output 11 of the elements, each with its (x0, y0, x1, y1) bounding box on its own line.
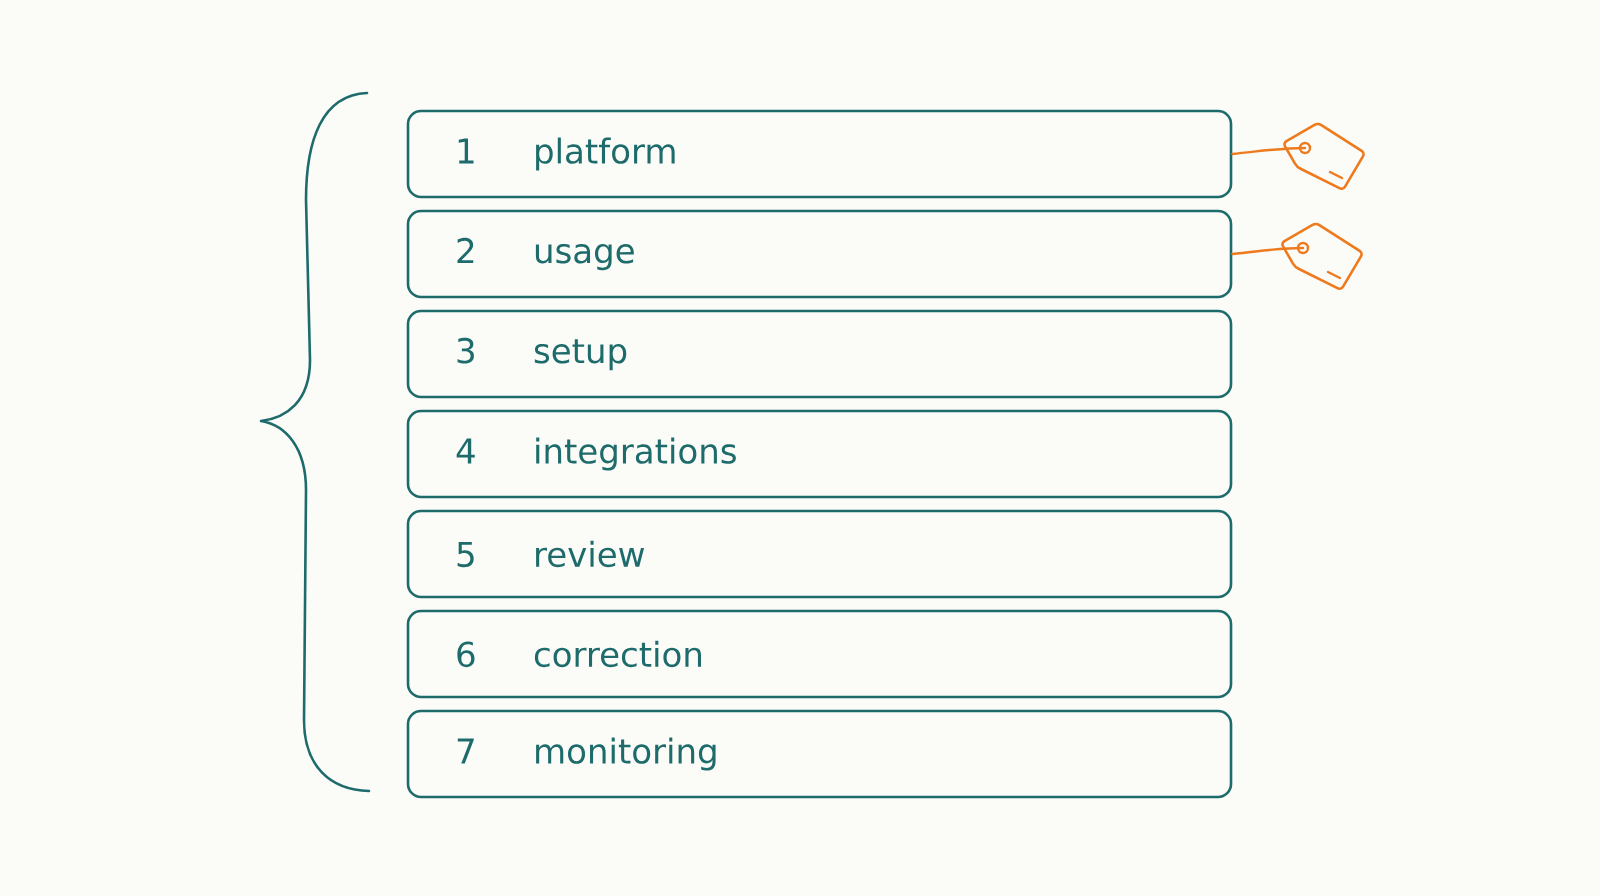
list-box: 1 platform (406, 109, 1233, 199)
tag-icon (1283, 122, 1365, 190)
list-box: 3 setup (406, 309, 1233, 399)
tag-string (1231, 246, 1305, 256)
list-box: 7 monitoring (406, 709, 1233, 799)
list-box: 2 usage (406, 209, 1233, 299)
list-box: 5 review (406, 509, 1233, 599)
list-box: 6 correction (406, 609, 1233, 699)
tag-icon (1281, 222, 1363, 290)
tag-string (1231, 146, 1307, 156)
list-box: 4 integrations (406, 409, 1233, 499)
